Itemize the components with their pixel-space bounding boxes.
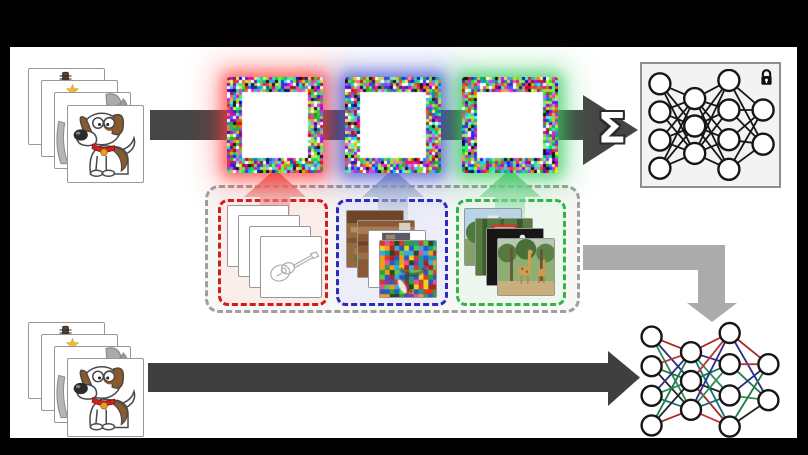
lock-icon <box>759 68 774 87</box>
frozen-network-box <box>640 62 781 188</box>
frozen-network-diagram <box>647 69 776 183</box>
noise-border-canvas <box>345 77 441 173</box>
stacked-card <box>67 358 144 437</box>
mask-square-photos <box>462 77 558 173</box>
cartoon-dog-icon <box>68 359 143 436</box>
sum-symbol: Σ <box>598 107 627 149</box>
mask-square-sketches <box>227 77 323 173</box>
noise-border-canvas <box>462 77 558 173</box>
noise-border-canvas <box>227 77 323 173</box>
stacked-card <box>67 105 144 183</box>
elephant-painting-icon <box>380 241 436 297</box>
stacked-card <box>497 238 555 296</box>
giraffe-photo-icon <box>498 239 554 295</box>
stacked-card <box>379 240 437 298</box>
mask-square-paintings <box>345 77 441 173</box>
guitar-sketch-icon <box>261 237 321 297</box>
multidomain-network-diagram <box>637 321 783 441</box>
stacked-card <box>260 236 322 298</box>
cartoon-dog-icon <box>68 106 143 182</box>
